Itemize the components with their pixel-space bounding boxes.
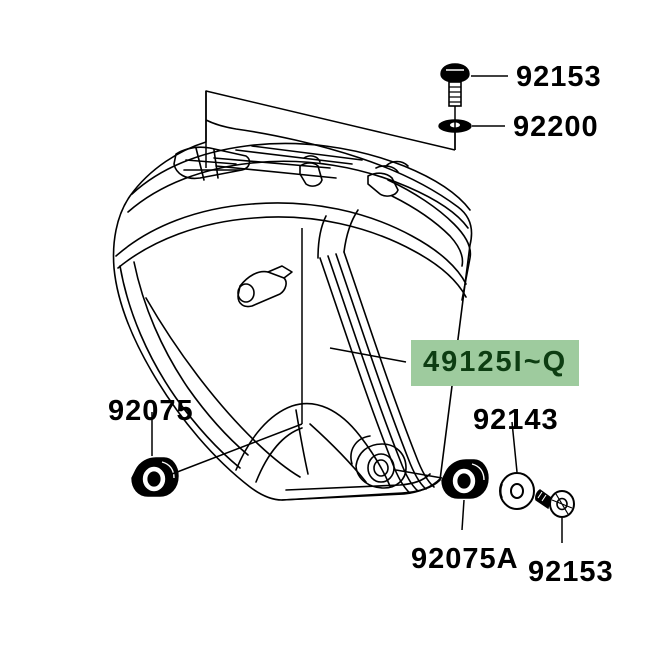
part-label-92143[interactable]: 92143 [473,404,559,436]
mount-tab-right-clip [375,165,399,173]
mount-tab-left-rib [195,147,205,181]
cowling-trailing-edge-top-2 [343,209,359,253]
cowling-trailing-edge-3 [335,253,427,490]
mount-boss-lower-hole-outer [367,453,395,483]
flat-washer-icon [499,472,535,510]
cowling-shoulder-crease-2 [117,216,467,298]
cowling-trailing-edge-top [317,215,327,259]
cowling-rear-lobe-inner [391,195,464,267]
cowling-duct-opening [237,283,255,303]
cowling-front-panel-edge-2 [133,261,249,456]
pan-head-screw-icon [440,63,470,107]
cowling-trim-strip-3 [235,149,353,165]
leader-line-group [151,75,563,543]
part-label-92075A[interactable]: 92075A [411,543,519,575]
grommet-icon-bottom [441,459,489,499]
cowling-top-edge [131,142,471,211]
mount-tab-left-line-1 [185,159,237,165]
cowling-top-edge-inner [127,160,469,229]
leader-cowling-main [329,347,407,363]
cowling-trailing-edge-2 [327,255,419,492]
part-label-92153-bottom[interactable]: 92153 [528,556,614,588]
cowling-trim-strip-1 [213,157,331,169]
part-label-92153-top[interactable]: 92153 [516,61,602,93]
cowling-lower-bulge [235,402,391,487]
mount-tab-left [173,146,251,180]
mount-tab-right [367,172,399,197]
mount-tab-center-clip [303,155,321,163]
mount-tab-right-clip-2 [385,160,409,167]
flange-bolt-icon [535,489,575,518]
leader-collar-bottom [511,421,518,473]
mount-boss-lower-hole-inner [373,459,389,477]
cowling-lower-bulge-crease-2 [295,409,309,475]
cowling-rear-lobe [387,179,472,301]
cowling-lower-crease [145,297,301,478]
cowling-outline-group [112,90,473,501]
part-label-49125-highlighted[interactable]: 49125I~Q [411,340,580,386]
mount-boss-lower [355,443,407,489]
cowling-lower-skirt [281,478,441,501]
leader-grommet-bottom [461,499,465,531]
leader-grommet-left-to-body [171,423,303,475]
cowling-trim-strip-4 [251,145,363,161]
cowling-shoulder-crease [115,202,467,285]
cowling-lower-bulge-crease-3 [309,423,367,483]
leader-grommet-bottom-to-boss [395,469,443,479]
mount-boss-lower-web [350,435,371,465]
part-label-92200[interactable]: 92200 [513,111,599,143]
grommet-icon-left [131,457,179,497]
cowling-trim-strip-2 [215,165,337,179]
cowling-duct-flange [267,265,293,279]
cowling-trailing-edge-1 [319,257,411,494]
part-label-92075[interactable]: 92075 [108,395,194,427]
leader-fastener-to-tab [205,90,456,151]
cowling-lower-bulge-crease-1 [255,427,303,483]
mount-tab-center [299,162,323,187]
cowling-duct-detail [237,270,287,308]
mount-tab-left-rib-2 [213,149,219,179]
cowling-front-panel-edge [119,265,241,469]
